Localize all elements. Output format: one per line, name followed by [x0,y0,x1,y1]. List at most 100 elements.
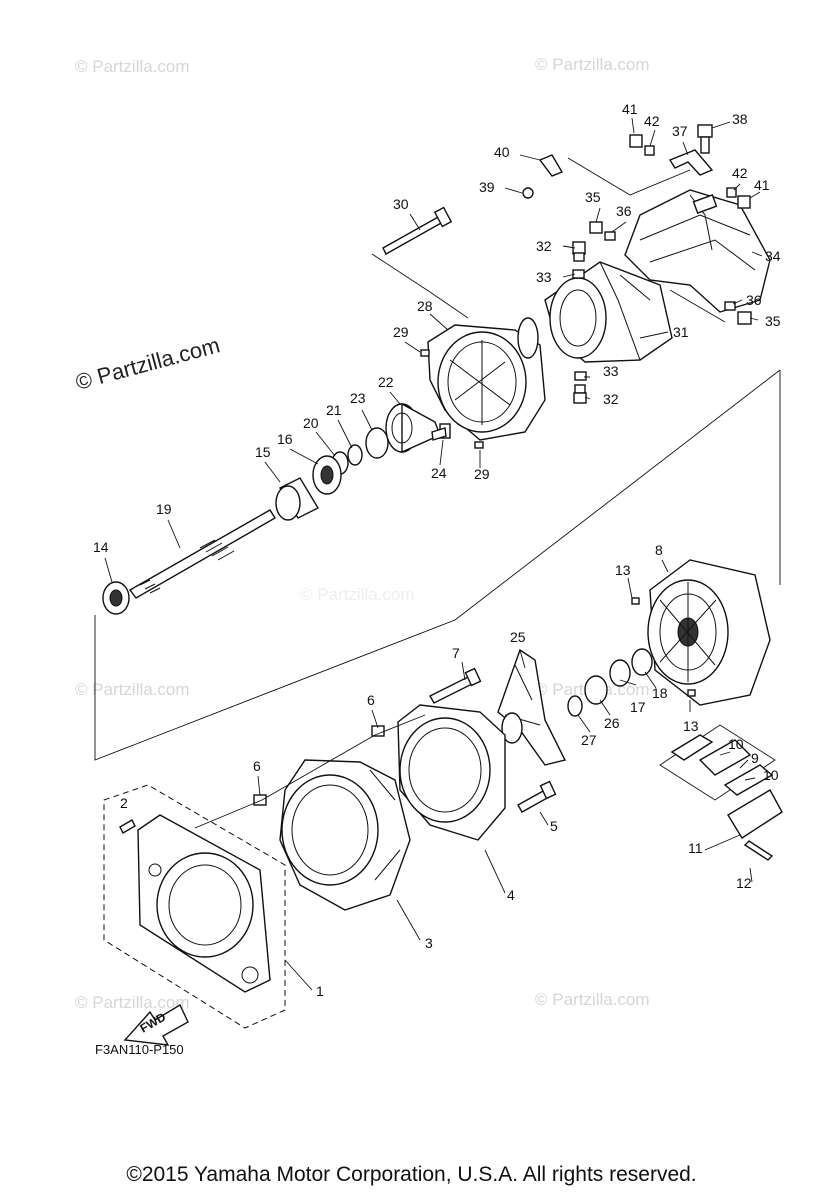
seal-18 [631,648,653,676]
callout-34: 34 [765,248,781,264]
callout-10: 10 [728,736,744,752]
callout-41: 41 [754,177,770,193]
callout-21: 21 [326,402,342,418]
plate-1 [103,784,286,1029]
callout-42: 42 [732,165,748,181]
bolt-41-right [737,195,751,209]
callout-33: 33 [536,269,552,285]
housing-28 [427,317,546,441]
callout-40: 40 [494,144,510,160]
callout-19: 19 [156,501,172,517]
impeller-25 [497,648,567,766]
nozzle-31 [544,261,673,363]
bolt-30 [382,206,453,255]
bolt-39 [522,187,534,199]
watermark: © Partzilla.com [75,993,190,1012]
bolt-38 [697,124,713,154]
callout-18: 18 [652,685,668,701]
copyright-notice: ©2015 Yamaha Motor Corporation, U.S.A. A… [126,1163,697,1186]
callout-20: 20 [303,415,319,431]
washer-42-top [644,145,655,156]
callout-7: 7 [452,645,460,661]
cover-11 [727,789,783,839]
callout-31: 31 [673,324,689,340]
bearing-16 [312,455,342,495]
callout-36: 36 [746,292,762,308]
sleeve-15 [275,477,319,521]
bolt-41-top [629,134,643,148]
callout-11: 11 [688,840,703,856]
watermark: © Partzilla.com [75,680,190,699]
watermark-main: © Partzilla.com [73,332,223,395]
bolt-32-top [572,241,586,262]
bracket-40 [538,154,564,177]
watermark: © Partzilla.com [300,585,415,604]
washer-36-top [604,231,616,241]
callout-42: 42 [644,113,660,129]
callout-23: 23 [350,390,366,406]
watermark: © Partzilla.com [535,55,650,74]
callout-41: 41 [622,101,638,117]
o-ring-23 [365,427,389,459]
callout-5: 5 [550,818,558,834]
fwd-arrow-icon: FWD [123,1004,189,1046]
callout-29: 29 [393,324,409,340]
housing-8 [647,559,771,706]
callout-8: 8 [655,542,663,558]
gasket-10-top [670,734,714,761]
shaft-19 [128,509,276,599]
bolt-35-right [737,311,752,325]
plate-9 [698,739,752,776]
callout-16: 16 [277,431,293,447]
callout-35: 35 [585,189,601,205]
bolt-35-top [589,221,603,234]
callout-10: 10 [763,767,779,783]
callout-32: 32 [603,391,619,407]
spacer-21 [347,444,363,466]
pin-29 [474,441,484,449]
callout-35: 35 [765,313,781,329]
callout-9: 9 [751,750,759,766]
callout-33: 33 [603,363,619,379]
callout-39: 39 [479,179,495,195]
callout-3: 3 [425,935,433,951]
bushing-33-top [572,269,585,279]
callout-6: 6 [367,692,375,708]
watermark: © Partzilla.com [535,990,650,1009]
callout-29: 29 [474,466,490,482]
callout-4: 4 [507,887,515,903]
bolt-24 [431,423,451,441]
pin-2 [119,819,136,834]
callout-2: 2 [120,795,128,811]
callout-6: 6 [253,758,261,774]
callout-13: 13 [615,562,631,578]
callout-36: 36 [616,203,632,219]
bolt-7-head [464,667,482,687]
drawing-code: F3AN110-P150 [95,1042,184,1057]
pin-13-bottom [687,689,696,697]
washer-42-right [726,187,737,198]
callout-15: 15 [255,444,271,460]
seal-26 [584,675,608,705]
callout-37: 37 [672,123,688,139]
callout-28: 28 [417,298,433,314]
callout-38: 38 [732,111,748,127]
callout-24: 24 [431,465,447,481]
callout-26: 26 [604,715,620,731]
pin-13-top [631,597,640,605]
pin-29 [420,349,430,357]
callout-30: 30 [393,196,409,212]
seal-17 [609,659,631,687]
cap-22 [385,402,441,454]
o-ring-27 [567,695,583,717]
callout-12: 12 [736,875,752,891]
bolt-12 [743,840,774,861]
bearing-14 [102,581,130,615]
callout-32: 32 [536,238,552,254]
bolt-32-bottom [573,384,587,404]
bracket-37 [668,149,714,176]
watermark: © Partzilla.com [75,57,190,76]
steering-nozzle-34 [624,189,771,313]
callout-1: 1 [316,983,324,999]
